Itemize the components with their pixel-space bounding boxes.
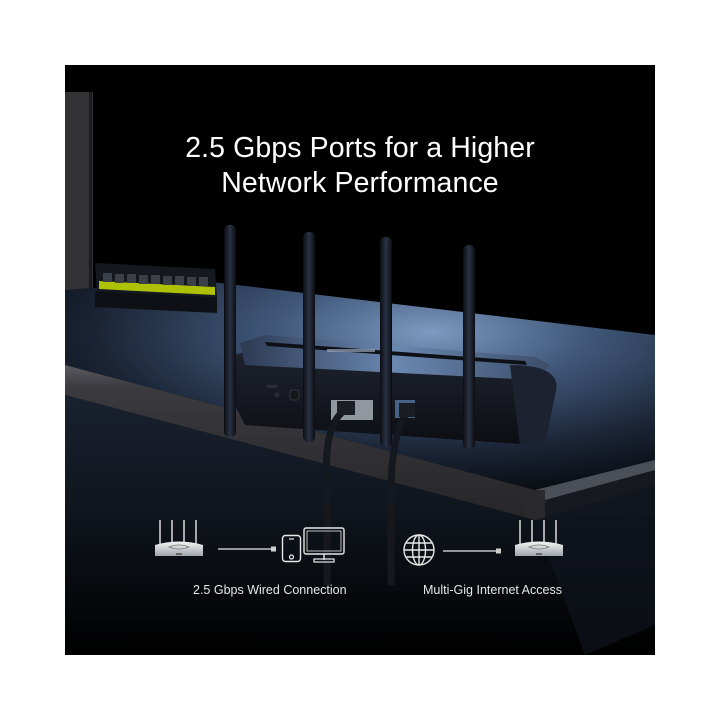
product-image-frame: 2.5 Gbps Ports for a Higher Network Perf… bbox=[65, 65, 655, 655]
feature-label-wired: 2.5 Gbps Wired Connection bbox=[193, 583, 347, 597]
desktop-monitor-icon bbox=[303, 527, 345, 563]
feature-label-multigig: Multi-Gig Internet Access bbox=[423, 583, 562, 597]
router-icon bbox=[155, 520, 203, 556]
smartphone-icon bbox=[281, 534, 302, 563]
router-icon bbox=[515, 520, 563, 556]
cable-connector-icon bbox=[443, 548, 501, 554]
router-desk-scene bbox=[65, 65, 655, 655]
headline-line-2: Network Performance bbox=[221, 167, 499, 199]
headline-line-1: 2.5 Gbps Ports for a Higher bbox=[185, 132, 535, 164]
cable-connector-icon bbox=[218, 546, 276, 552]
headline: 2.5 Gbps Ports for a Higher Network Perf… bbox=[65, 131, 655, 201]
globe-icon bbox=[403, 534, 435, 566]
